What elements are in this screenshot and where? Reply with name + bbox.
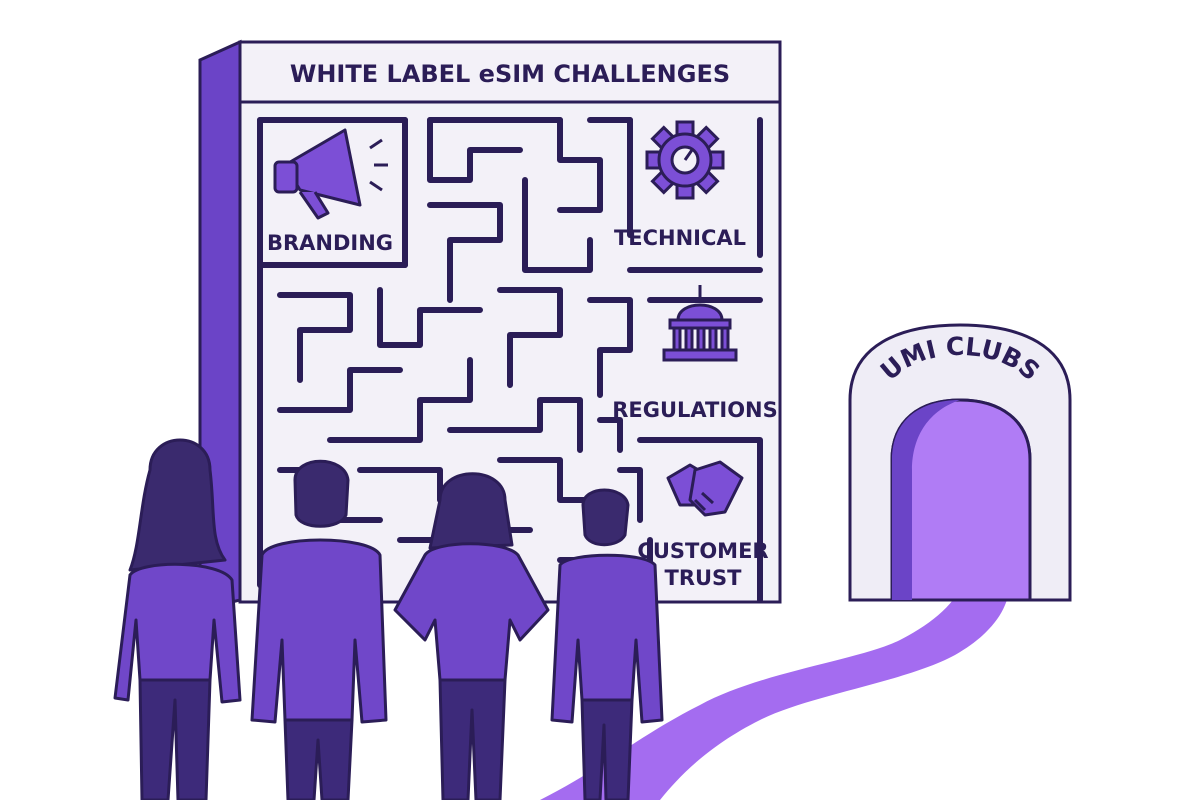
person-1-pants [138, 678, 212, 800]
person-4-pants [580, 698, 634, 800]
person-1 [113, 438, 242, 800]
arch-inner-shadow [892, 400, 960, 600]
label-trust: TRUST [665, 566, 743, 590]
person-4-head [581, 488, 630, 547]
megaphone-icon [273, 128, 388, 220]
person-4 [550, 488, 664, 800]
person-2 [250, 459, 388, 800]
capitol-building-icon [662, 285, 738, 362]
person-1-hair [128, 438, 227, 572]
label-technical: TECHNICAL [614, 226, 746, 250]
winding-path [540, 575, 1011, 800]
person-2-body [250, 538, 388, 724]
person-3 [393, 472, 550, 800]
person-3-hair [428, 472, 514, 550]
person-3-body [393, 542, 550, 682]
person-2-pants [283, 718, 354, 800]
label-branding: BRANDING [267, 231, 393, 255]
board-title: WHITE LABEL eSIM CHALLENGES [290, 60, 730, 88]
gear-icon [645, 120, 725, 200]
person-4-body [550, 553, 664, 724]
person-3-pants [438, 678, 507, 800]
person-2-head [293, 459, 350, 528]
label-customer: CUSTOMER [637, 539, 768, 563]
handshake-icon [666, 460, 744, 517]
label-regulations: REGULATIONS [612, 398, 778, 422]
person-1-body [113, 562, 242, 704]
umi-clubs-arch: UMI CLUBS [848, 323, 1072, 602]
